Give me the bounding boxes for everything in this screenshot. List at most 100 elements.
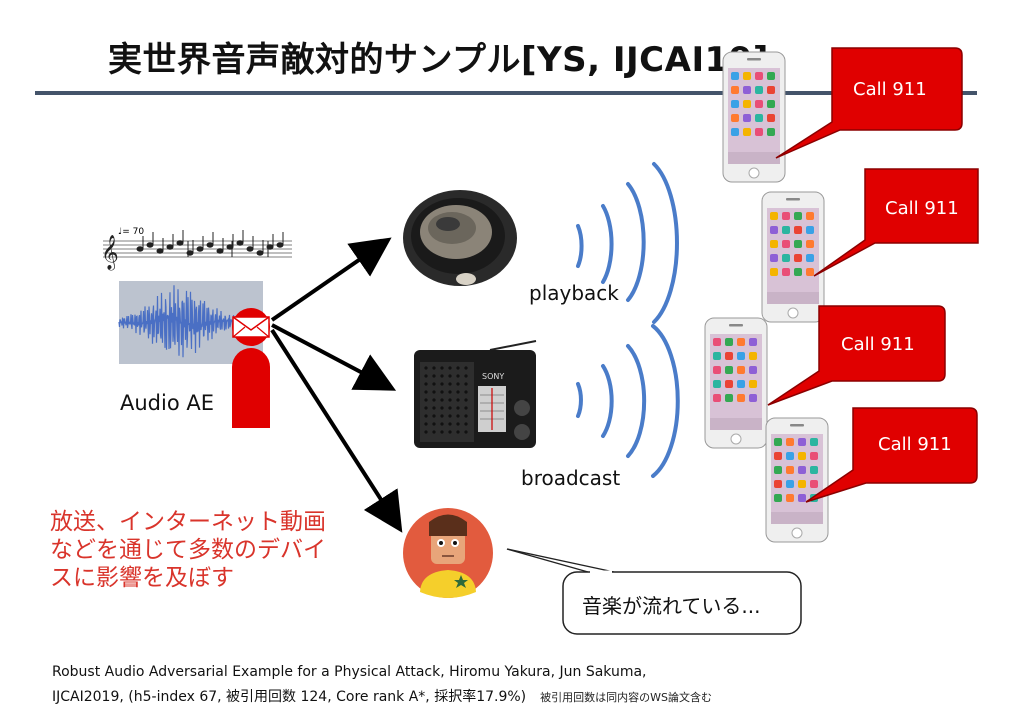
grille-dot — [464, 398, 468, 402]
grille-dot — [456, 422, 460, 426]
grille-dot — [424, 406, 428, 410]
speaker-icon — [403, 190, 517, 286]
page-title: 実世界音声敵対的サンプル[YS, IJCAI19] — [108, 40, 769, 80]
grille-dot — [432, 430, 436, 434]
grille-dot — [456, 406, 460, 410]
playback-wave-4 — [652, 162, 679, 324]
phones — [704, 51, 829, 543]
music-note-icon — [176, 240, 184, 246]
grille-dot — [448, 414, 452, 418]
broadcast-wave-1 — [576, 382, 583, 418]
callout-text-1: Call 911 — [853, 79, 927, 100]
speech-bubble — [506, 548, 802, 635]
grille-dot — [464, 406, 468, 410]
grille-dot — [448, 406, 452, 410]
grille-dot — [448, 374, 452, 378]
grille-dot — [440, 390, 444, 394]
arrow-to-speaker — [270, 237, 392, 322]
arrows — [270, 237, 403, 533]
music-note-icon — [216, 248, 224, 254]
grille-dot — [424, 430, 428, 434]
grille-dot — [448, 430, 452, 434]
music-note-icon — [256, 250, 264, 256]
grille-dot — [440, 366, 444, 370]
grille-dot — [440, 422, 444, 426]
broadcast-wave-4 — [651, 324, 680, 478]
grille-dot — [424, 414, 428, 418]
grille-dot — [456, 382, 460, 386]
impact-note-line: 放送、インターネット動画 — [50, 509, 326, 535]
grille-dot — [448, 398, 452, 402]
grille-dot — [464, 390, 468, 394]
impact-note: 放送、インターネット動画 などを通じて多数のデバイ スに影響を及ぼす — [50, 508, 326, 592]
treble-clef-icon: 𝄞 — [101, 235, 119, 271]
grille-dot — [456, 414, 460, 418]
grille-dot — [432, 414, 436, 418]
callout-2 — [813, 168, 979, 277]
grille-dot — [432, 390, 436, 394]
music-note-icon — [276, 242, 284, 248]
grille-dot — [464, 374, 468, 378]
grille-dot — [456, 366, 460, 370]
grille-dot — [440, 406, 444, 410]
arrow-to-listener — [270, 328, 403, 533]
grille-dot — [424, 382, 428, 386]
citation-note: 被引用回数は同内容のWS論文含む — [540, 691, 712, 704]
callout-text-3: Call 911 — [841, 334, 915, 355]
music-note-icon — [246, 246, 254, 252]
grille-dot — [448, 390, 452, 394]
music-note-icon — [236, 240, 244, 246]
playback-label: playback — [529, 281, 619, 305]
title-rule — [35, 91, 977, 95]
smartphone-icon — [722, 51, 786, 183]
smartphone-icon — [704, 317, 768, 449]
broadcast-wave-3 — [626, 344, 647, 458]
broadcast-wave-2 — [601, 364, 614, 438]
grille-dot — [424, 374, 428, 378]
smartphone-icon — [761, 191, 825, 323]
music-note-icon — [146, 242, 154, 248]
playback-wave-1 — [576, 224, 584, 268]
citation-line-2-text: IJCAI2019, (h5-index 67, 被引用回数 124, Core… — [52, 689, 527, 705]
playback-wave-3 — [626, 182, 646, 302]
grille-dot — [448, 366, 452, 370]
grille-dot — [424, 422, 428, 426]
tempo-marking: ♩= 70 — [118, 227, 144, 237]
callouts — [767, 47, 979, 503]
grille-dot — [424, 398, 428, 402]
grille-dot — [464, 414, 468, 418]
grille-dot — [448, 422, 452, 426]
music-note-icon — [136, 246, 144, 252]
callout-text-4: Call 911 — [878, 434, 952, 455]
callout-1 — [775, 47, 963, 159]
grille-dot — [464, 382, 468, 386]
grille-dot — [432, 382, 436, 386]
attacker-figure-icon — [232, 308, 270, 428]
grille-dot — [440, 382, 444, 386]
grille-dot — [456, 398, 460, 402]
sound-waves — [576, 162, 680, 478]
smartphone-icon — [765, 417, 829, 543]
audio-ae-label: Audio AE — [120, 391, 214, 415]
impact-note-line: スに影響を及ぼす — [50, 565, 234, 591]
music-note-icon — [206, 242, 214, 248]
grille-dot — [432, 374, 436, 378]
playback-wave-2 — [601, 204, 614, 284]
grille-dot — [440, 374, 444, 378]
grille-dot — [464, 430, 468, 434]
broadcast-label: broadcast — [521, 466, 621, 490]
music-note-icon — [196, 246, 204, 252]
grille-dot — [424, 390, 428, 394]
grille-dot — [432, 406, 436, 410]
grille-dot — [448, 382, 452, 386]
callout-4 — [805, 407, 978, 503]
grille-dot — [456, 430, 460, 434]
grille-dot — [464, 422, 468, 426]
radio-brand: SONY — [482, 372, 504, 381]
callout-3 — [767, 305, 946, 406]
radio-icon: SONY — [414, 340, 537, 448]
music-note-icon — [166, 244, 174, 250]
impact-note-line: などを通じて多数のデバイ — [50, 537, 326, 563]
arrow-to-radio — [271, 323, 397, 391]
